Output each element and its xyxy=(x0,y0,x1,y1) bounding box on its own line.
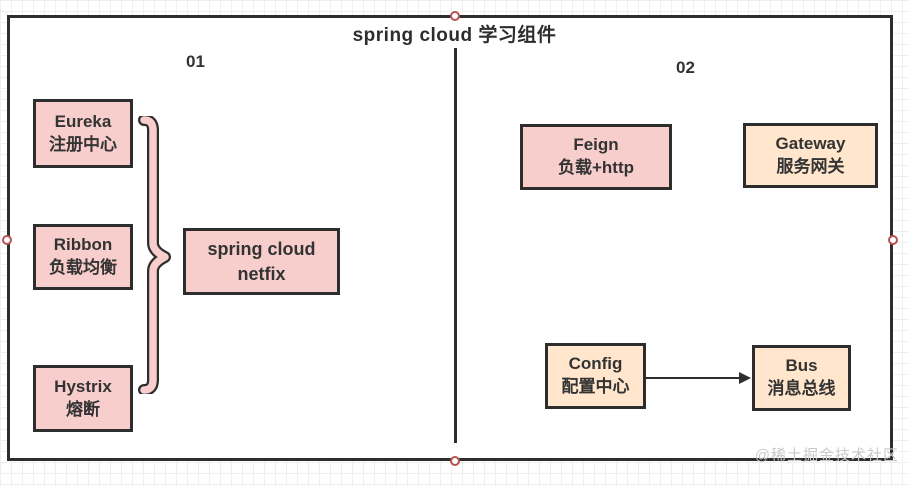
connection-handle-left-icon[interactable] xyxy=(2,235,12,245)
node-ribbon-subtitle: 负载均衡 xyxy=(49,258,117,277)
node-eureka-subtitle: 注册中心 xyxy=(49,134,117,154)
node-feign-title: Feign xyxy=(573,135,619,155)
section-divider-line[interactable] xyxy=(454,48,457,443)
node-feign-subtitle: 负载+http xyxy=(557,158,635,177)
curly-brace-icon[interactable] xyxy=(136,116,172,394)
node-ribbon[interactable]: Ribbon 负载均衡 xyxy=(33,224,133,290)
node-config[interactable]: Config 配置中心 xyxy=(545,343,646,409)
node-bus-title: Bus xyxy=(785,356,818,376)
node-spring-cloud-netflix-subtitle: netfix xyxy=(237,263,286,284)
node-hystrix-title: Hystrix xyxy=(54,376,112,396)
node-hystrix[interactable]: Hystrix 熔断 xyxy=(33,365,133,432)
node-spring-cloud-netflix-title: spring cloud xyxy=(207,239,316,260)
node-config-subtitle: 配置中心 xyxy=(561,377,630,396)
node-eureka-title: Eureka xyxy=(54,111,112,131)
diagram-title: spring cloud 学习组件 xyxy=(352,25,557,46)
section-label-02: 02 xyxy=(676,58,695,77)
node-gateway-title: Gateway xyxy=(775,133,846,153)
node-spring-cloud-netflix[interactable]: spring cloud netfix xyxy=(183,228,340,295)
node-bus-subtitle: 消息总线 xyxy=(767,379,836,398)
section-label-01: 01 xyxy=(186,52,205,71)
config-to-bus-arrow-icon[interactable] xyxy=(646,368,752,388)
node-feign[interactable]: Feign 负载+http xyxy=(520,124,672,190)
node-hystrix-subtitle: 熔断 xyxy=(66,399,100,419)
node-bus[interactable]: Bus 消息总线 xyxy=(752,345,851,411)
node-gateway-subtitle: 服务网关 xyxy=(776,156,845,176)
watermark: @稀土掘金技术社区 xyxy=(754,447,899,464)
node-config-title: Config xyxy=(568,354,623,374)
connection-handle-top-icon[interactable] xyxy=(450,11,460,21)
node-gateway[interactable]: Gateway 服务网关 xyxy=(743,123,878,188)
connection-handle-right-icon[interactable] xyxy=(888,235,898,245)
connection-handle-bottom-icon[interactable] xyxy=(450,456,460,466)
node-eureka[interactable]: Eureka 注册中心 xyxy=(33,99,133,168)
node-ribbon-title: Ribbon xyxy=(53,235,113,255)
